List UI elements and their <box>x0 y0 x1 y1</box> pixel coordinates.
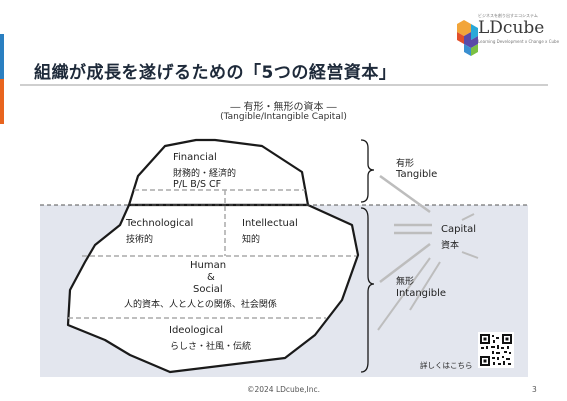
label-social-en: Social <box>193 284 223 295</box>
diagram-subtitle: ― 有形・無形の資本 ― <box>230 102 337 113</box>
label-tangible-en: Tangible <box>396 169 438 180</box>
logo-name: LDcube <box>478 18 545 38</box>
label-capital-jp: 資本 <box>441 241 460 251</box>
diagram-subtitle-en: (Tangible/Intangible Capital) <box>220 112 347 122</box>
label-human-en: Human <box>190 260 227 271</box>
brace-intangible-icon <box>360 207 375 373</box>
ldcube-logo-icon <box>457 20 478 56</box>
connector-fan-1 <box>377 257 431 331</box>
label-human-social-jp: 人的資本、人と人との関係、社会関係 <box>124 300 277 310</box>
label-technological-en: Technological <box>126 218 194 229</box>
label-financial-sub: P/L B/S CF <box>173 179 222 190</box>
connector-right-down <box>461 251 479 259</box>
title-divider <box>20 84 548 86</box>
logo-small-text: ビジネスを創り出すエコシステム <box>478 13 538 18</box>
qr-label: 詳しくはこちら <box>420 361 473 370</box>
label-intellectual-jp: 知的 <box>242 235 261 245</box>
qr-code-icon[interactable] <box>478 332 514 368</box>
label-financial-jp: 財務的・経済的 <box>173 169 237 179</box>
label-human-amp: & <box>207 272 215 283</box>
connector-fan-2 <box>409 261 441 311</box>
label-financial-en: Financial <box>173 152 217 163</box>
footer-copyright: ©2024 LDcube,Inc. <box>246 385 321 394</box>
iceberg-tip <box>127 138 310 207</box>
page-number: 3 <box>532 385 537 394</box>
logo-tagline: Learning Development x Change x Cube <box>478 39 560 44</box>
page-title: 組織が成長を遂げるための「5つの経営資本」 <box>34 63 397 83</box>
connector-tangible <box>379 174 431 214</box>
label-capital-en: Capital <box>441 224 477 235</box>
accent-bar-orange <box>0 79 4 124</box>
connector-intangible <box>379 243 431 283</box>
label-intellectual-en: Intellectual <box>242 218 298 229</box>
iceberg-body <box>66 203 360 374</box>
label-ideological-en: Ideological <box>169 325 223 336</box>
label-intangible-jp: 無形 <box>396 277 415 287</box>
brace-tangible-icon <box>360 139 375 203</box>
label-technological-jp: 技術的 <box>126 235 154 245</box>
label-ideological-jp: らしさ・社風・伝統 <box>170 342 252 352</box>
accent-bar-blue <box>0 34 4 79</box>
label-intangible-en: Intangible <box>396 288 447 299</box>
label-tangible-jp: 有形 <box>396 159 415 169</box>
connector-right-up <box>461 213 475 221</box>
